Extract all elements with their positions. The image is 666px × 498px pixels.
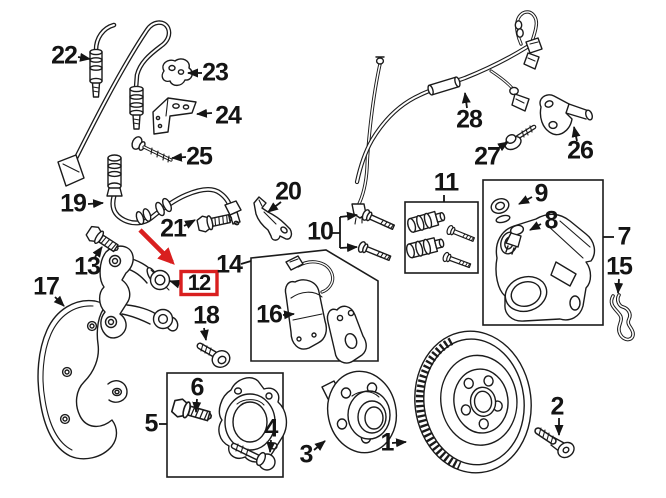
part-label-22[interactable]: 22 <box>51 41 78 70</box>
part-9-cap-drawing <box>490 198 511 224</box>
part-27-bolt-drawing <box>504 124 537 151</box>
part-18-bolt-drawing <box>196 342 231 368</box>
part-label-17[interactable]: 17 <box>33 272 60 301</box>
part-label-13[interactable]: 13 <box>74 252 101 281</box>
part-24-bracket-drawing <box>152 97 197 135</box>
part-7-caliper-drawing <box>495 213 596 322</box>
part-label-11[interactable]: 11 <box>433 168 459 197</box>
part-label-6[interactable]: 6 <box>190 373 205 402</box>
part-label-20[interactable]: 20 <box>275 177 302 206</box>
part-label-15[interactable]: 15 <box>606 252 633 281</box>
part-12-bushing-drawing <box>146 267 171 291</box>
group-box-7 <box>482 179 604 326</box>
part-label-14[interactable]: 14 <box>216 250 243 279</box>
part-label-21[interactable]: 21 <box>160 214 187 243</box>
part-26-bracket-drawing <box>539 94 593 136</box>
part-17-shield-drawing <box>37 299 128 460</box>
part-label-25[interactable]: 25 <box>186 142 213 171</box>
part-22-brake-pipe-drawing <box>57 20 172 187</box>
part-label-1[interactable]: 1 <box>380 428 395 457</box>
part-label-3[interactable]: 3 <box>299 440 314 469</box>
part-4-pin-drawing <box>230 442 276 471</box>
part-label-10[interactable]: 10 <box>307 217 334 246</box>
part-16-pads-drawing <box>284 255 367 364</box>
group-box-5 <box>166 372 288 478</box>
part-19-hose-drawing <box>106 154 242 226</box>
part-label-9[interactable]: 9 <box>534 179 549 208</box>
part-label-16[interactable]: 16 <box>256 300 283 329</box>
part-label-7[interactable]: 7 <box>617 222 632 251</box>
part-5-bearing-housing-drawing <box>218 377 288 463</box>
part-8-bleeder-drawing <box>505 224 525 255</box>
callout-arrows <box>53 52 624 453</box>
part-3-hub-drawing <box>321 370 398 454</box>
highlight-part-12 <box>138 228 219 297</box>
part-23-clip-drawing <box>161 58 193 87</box>
part-label-19[interactable]: 19 <box>60 189 87 218</box>
part-13-carrier-drawing <box>83 223 179 339</box>
part-10-bolts-drawing <box>356 208 397 265</box>
part-label-2[interactable]: 2 <box>550 392 565 421</box>
part-15-clip-drawing <box>609 293 635 342</box>
part-label-26[interactable]: 26 <box>567 136 594 165</box>
part-11-sleeves-drawing <box>404 208 476 271</box>
part-label-4[interactable]: 4 <box>264 414 279 443</box>
part-21-bolt-drawing <box>195 209 234 234</box>
part-1-rotor-drawing <box>414 330 532 474</box>
group-box-14 <box>250 249 379 364</box>
part-label-8[interactable]: 8 <box>544 206 559 235</box>
part-label-12[interactable]: 12 <box>187 270 212 295</box>
part-label-5[interactable]: 5 <box>144 409 159 438</box>
part-label-18[interactable]: 18 <box>193 301 220 330</box>
part-label-27[interactable]: 27 <box>474 142 501 171</box>
part-label-23[interactable]: 23 <box>202 58 229 87</box>
part-6-bolt-drawing <box>170 396 215 427</box>
part-20-bracket-drawing <box>253 196 293 241</box>
part-25-bolt-drawing <box>131 136 173 163</box>
group-box-11 <box>404 201 479 274</box>
part-28-harness-drawing <box>351 10 543 225</box>
part-label-28[interactable]: 28 <box>456 105 483 134</box>
part-label-24[interactable]: 24 <box>215 101 242 130</box>
part-2-bolt-drawing <box>534 427 575 459</box>
